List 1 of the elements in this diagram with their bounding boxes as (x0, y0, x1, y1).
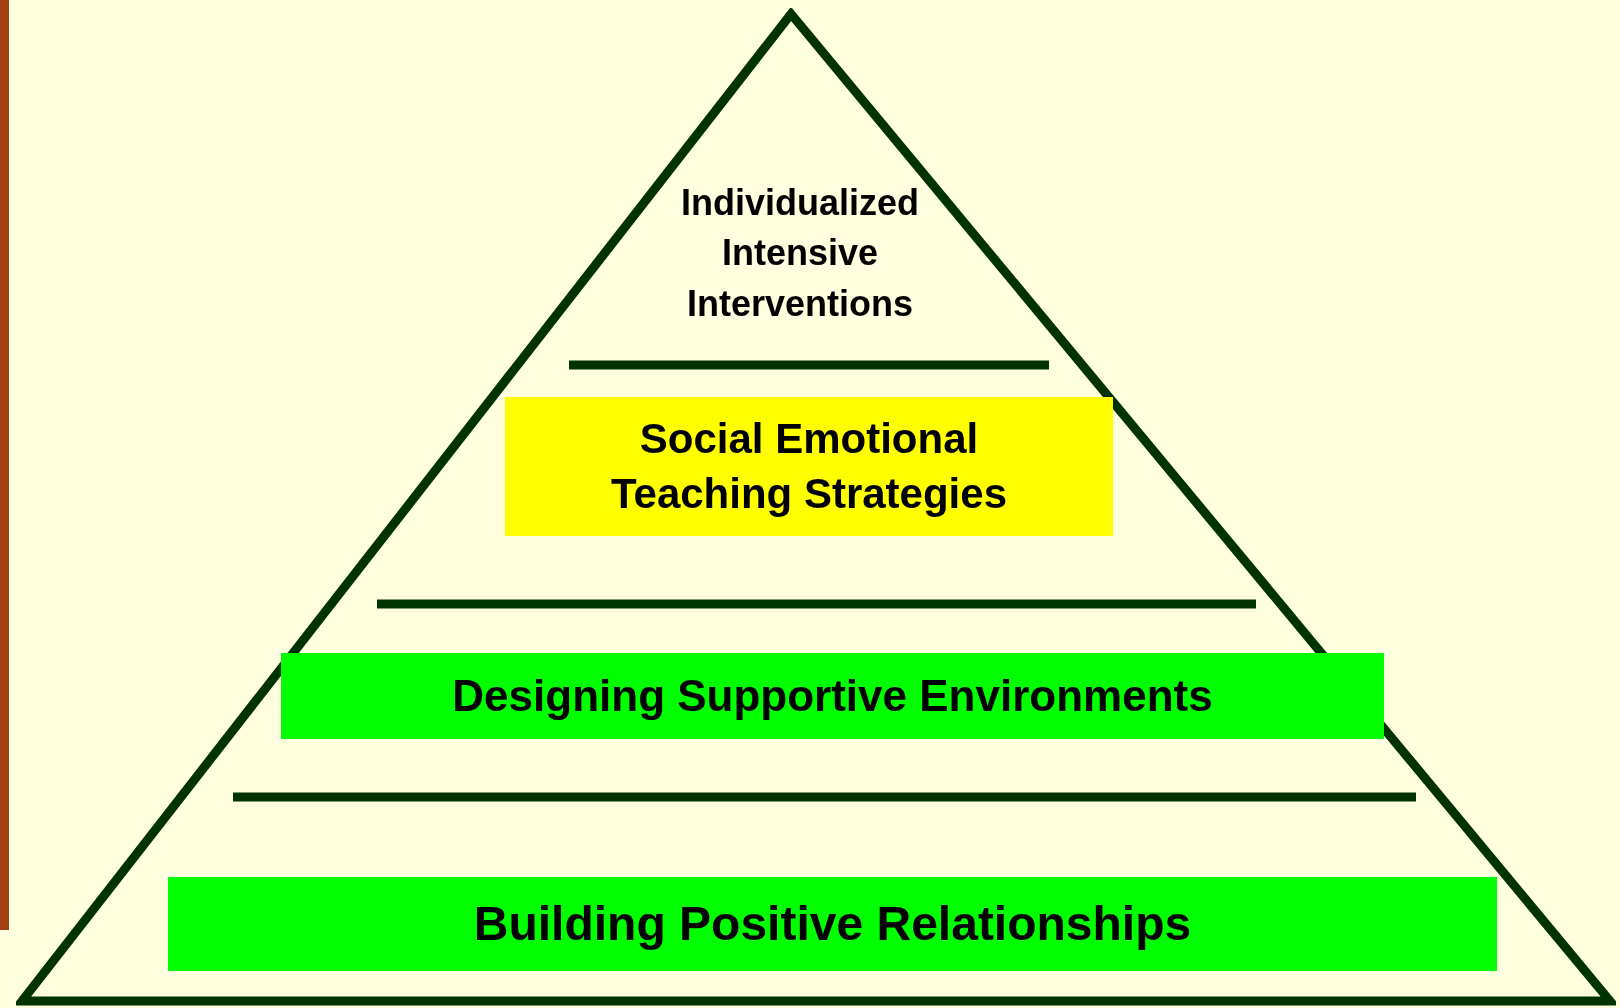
tier-label: Individualized Intensive Interventions (680, 181, 920, 326)
